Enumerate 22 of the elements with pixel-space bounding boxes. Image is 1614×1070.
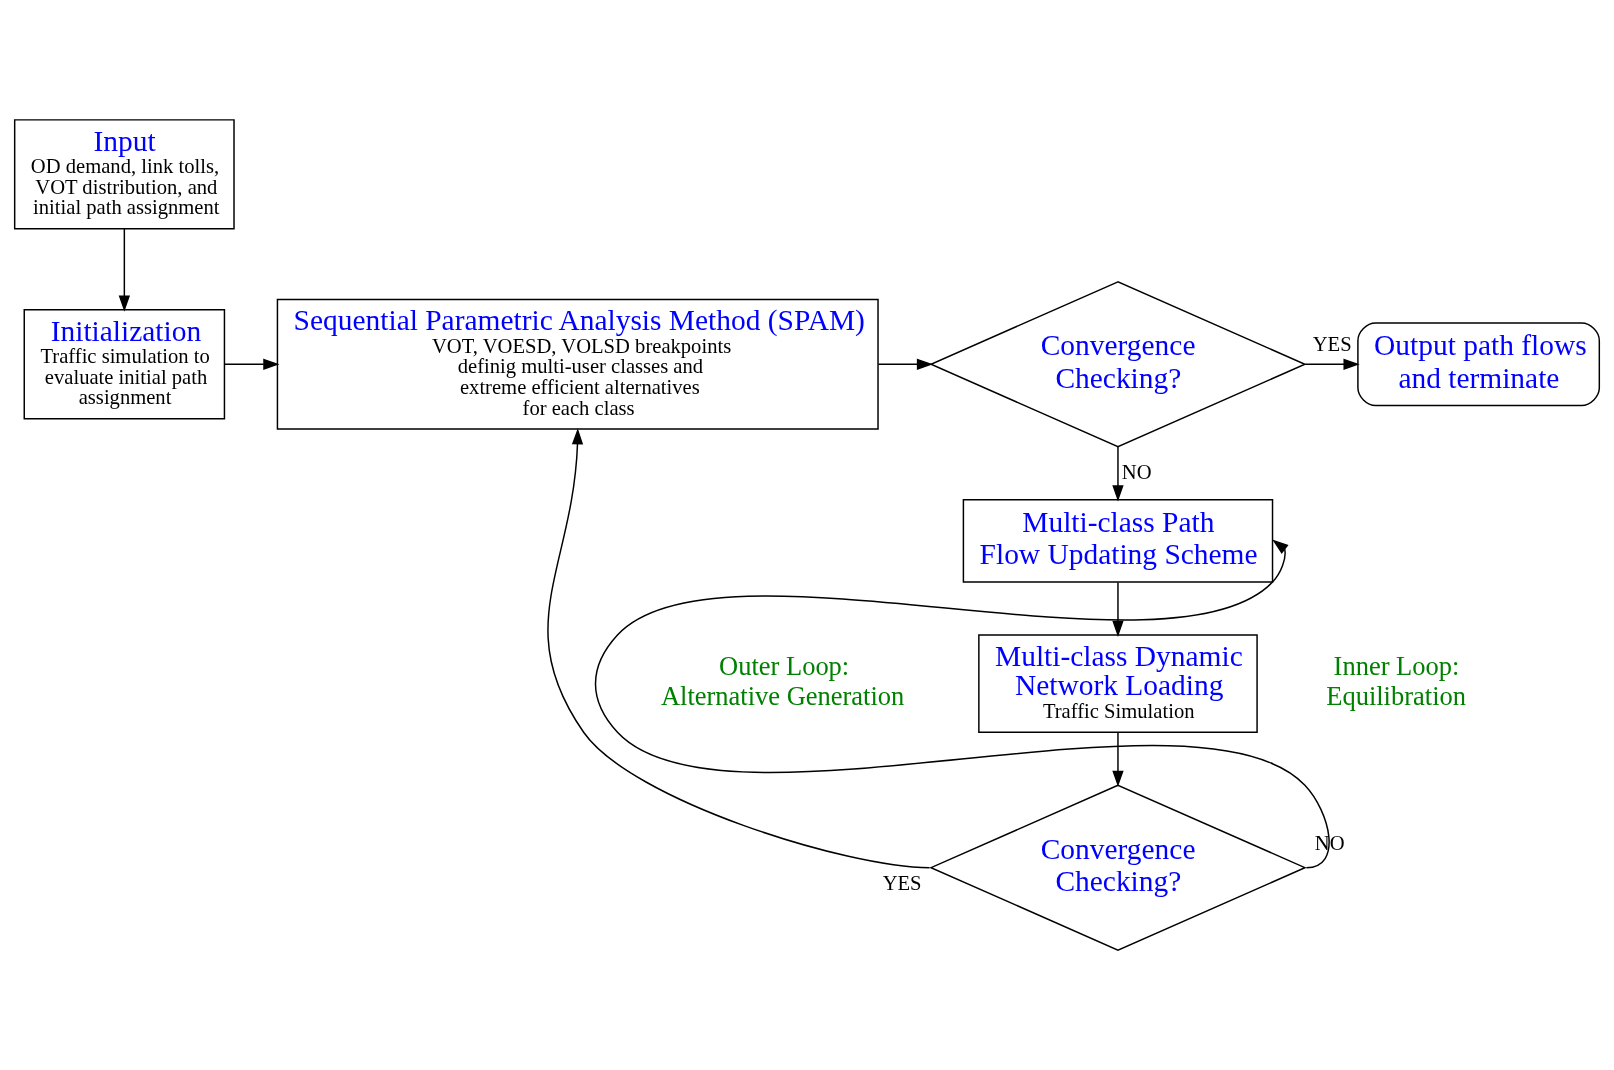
arrow — [547, 428, 931, 869]
arrow — [594, 539, 1330, 869]
node-box: Multi-class Path Flow Updating Scheme — [962, 498, 1274, 583]
node-box: Sequential Parametric Analysis Method (SPAM) VOT, VOESD, VOLSD breakpoints definig multi-user classes and extreme efficient alternatives for each class — [276, 298, 879, 430]
arrow — [118, 228, 130, 312]
label: Outer Loop: Alternative Generation — [660, 651, 905, 711]
label: Inner Loop: Equilibration — [1326, 651, 1467, 711]
node-box: Initialization Traffic simulation to evaluate initial path assignment — [23, 309, 226, 420]
arrow — [1112, 732, 1124, 787]
arrow — [1304, 358, 1360, 370]
node-diamond: Convergence Checking? — [929, 281, 1307, 448]
node-box: Input OD demand, link tolls, VOT distribution, and initial path assignment — [13, 119, 235, 230]
node-diamond: Convergence Checking? — [929, 784, 1307, 951]
arrow — [224, 358, 280, 370]
edge-label: YES — [882, 871, 922, 894]
edge-label: NO — [1121, 460, 1152, 483]
edge-label: YES — [1312, 333, 1352, 356]
arrow — [1112, 581, 1124, 637]
node-box: Multi-class Dynamic Network Loading Traffic Simulation — [978, 634, 1258, 733]
arrow — [877, 358, 934, 370]
node-box: Output path flows and terminate — [1357, 322, 1601, 407]
arrow — [1112, 446, 1124, 502]
